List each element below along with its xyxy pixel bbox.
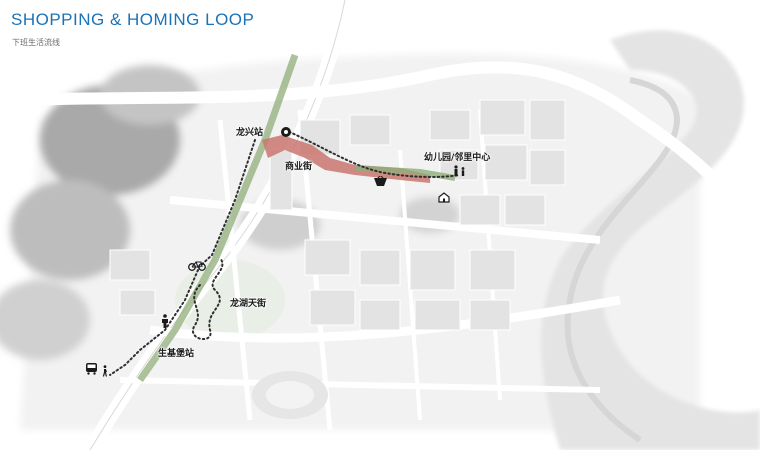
bus-icon: [85, 362, 98, 375]
label-commercial-street: 商业街: [285, 162, 313, 172]
river: [541, 30, 760, 450]
label-shengjibao-station: 生基堡站: [158, 349, 195, 359]
label-longhu-street: 龙湖天街: [230, 299, 267, 309]
bicycle-icon: [188, 258, 206, 271]
metro-station-icon: [280, 125, 292, 137]
building-blocks: [109, 99, 566, 331]
rail-corridor: [137, 53, 299, 383]
shopping-basket-icon: [374, 173, 387, 186]
label-kindergarten-center: 幼儿园/邻里中心: [424, 153, 491, 163]
home-icon: [438, 190, 450, 203]
page-subtitle: 下班生活流线: [12, 38, 60, 47]
parent-child-icon: [453, 164, 467, 176]
label-longxing-station: 龙兴站: [236, 128, 264, 138]
walking-person-icon: [101, 364, 109, 377]
walking-route: [109, 129, 461, 376]
person-icon: [160, 314, 170, 328]
page-title: SHOPPING & HOMING LOOP: [11, 10, 255, 29]
